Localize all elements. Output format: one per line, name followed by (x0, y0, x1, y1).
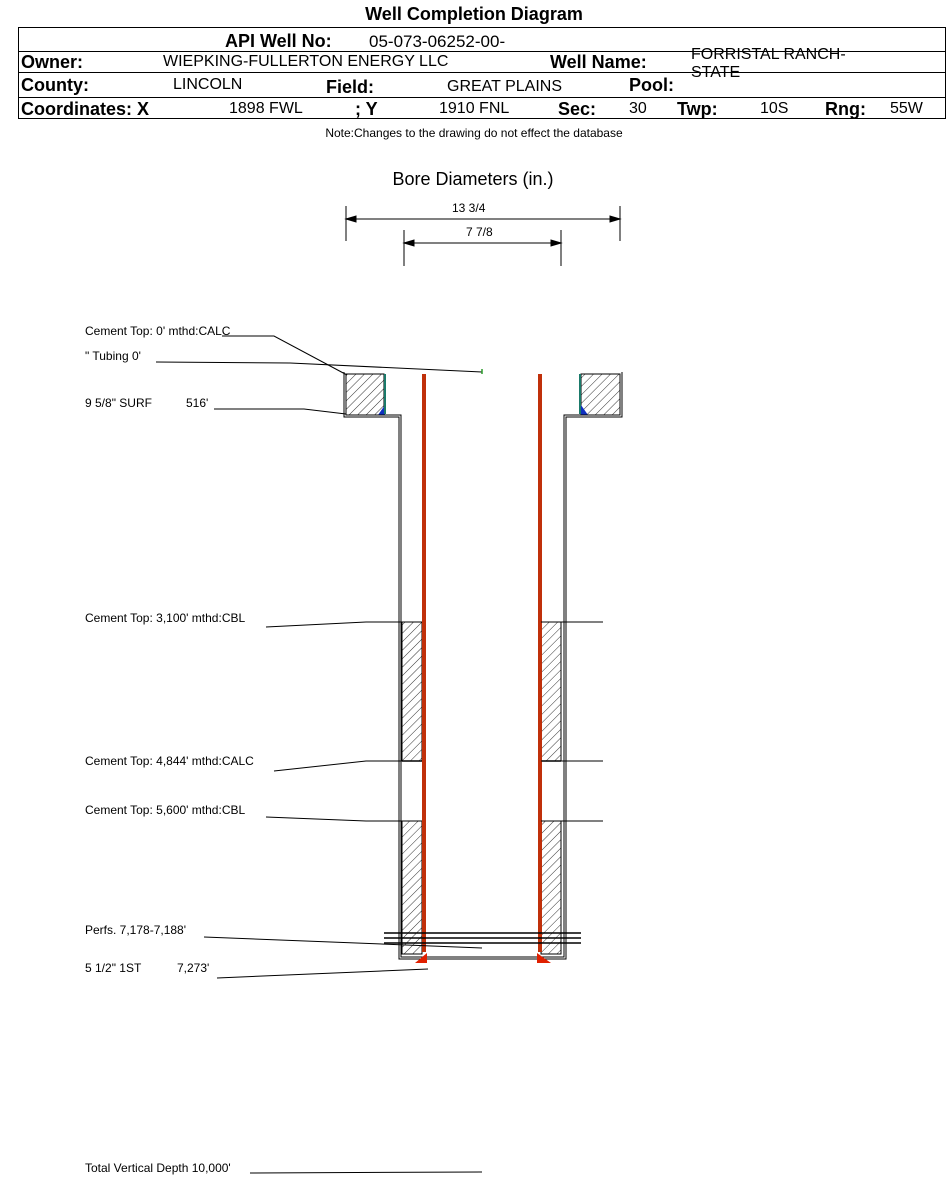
owner-label: Owner: (21, 52, 84, 72)
county-label: County: (21, 75, 89, 95)
total-vertical-depth-label: Total Vertical Depth 10,000' (85, 1161, 231, 1175)
production-casing (415, 374, 551, 963)
well-name-line1: FORRISTAL RANCH- (691, 46, 846, 63)
pool-label: Pool: (629, 75, 674, 95)
bore-diameter-dimensions (344, 206, 622, 266)
surface-cement (345, 373, 621, 416)
section-value: 30 (629, 100, 647, 117)
surface-casing-shoe-marks (378, 374, 588, 415)
depth-leader-lines (155, 335, 603, 1174)
coordinates-x-label: Coordinates: X (21, 99, 150, 119)
range-value: 55W (890, 100, 923, 117)
coordinates-y-value: 1910 FNL (439, 100, 510, 117)
owner-value: WIEPKING-FULLERTON ENERGY LLC (163, 53, 449, 70)
outer-bore-diameter: 13 3/4 (452, 201, 486, 215)
database-note: Note:Changes to the drawing do not effec… (325, 126, 623, 140)
cement-top-3100-label: Cement Top: 3,100' mthd:CBL (85, 611, 246, 625)
inner-bore-diameter: 7 7/8 (466, 225, 493, 239)
api-label: API Well No: (225, 31, 332, 51)
section-label: Sec: (558, 99, 597, 119)
surface-casing-depth-label: 516' (186, 396, 209, 410)
header-divider (19, 72, 945, 73)
range-label: Rng: (825, 99, 866, 119)
field-value: GREAT PLAINS (447, 78, 562, 95)
diagram-title: Well Completion Diagram (365, 4, 583, 24)
county-value: LINCOLN (173, 76, 243, 93)
well-name-line2: STATE (691, 64, 741, 81)
cement-top-surface-label: Cement Top: 0' mthd:CALC (85, 324, 231, 338)
perforations-label: Perfs. 7,178-7,188' (85, 923, 187, 937)
header-divider (19, 51, 945, 52)
open-hole-wall (343, 372, 623, 960)
coordinates-y-label: ; Y (355, 99, 378, 119)
cement-top-5600-label: Cement Top: 5,600' mthd:CBL (85, 803, 246, 817)
cement-top-4844-label: Cement Top: 4,844' mthd:CALC (85, 754, 254, 768)
header-divider (19, 97, 945, 98)
intermediate-cement (401, 621, 562, 955)
production-casing-size-label: 5 1/2" 1ST (85, 961, 142, 975)
township-label: Twp: (677, 99, 718, 119)
coordinates-x-value: 1898 FWL (229, 100, 303, 117)
field-label: Field: (326, 77, 374, 97)
production-casing-depth-label: 7,273' (177, 961, 210, 975)
well-header-table: API Well No: 05-073-06252-00- Owner: WIE… (18, 27, 946, 119)
surface-casing-size-label: 9 5/8" SURF (85, 396, 152, 410)
township-value: 10S (760, 100, 789, 117)
perforation-marks (384, 932, 581, 944)
tubing-label: " Tubing 0' (85, 349, 141, 363)
well-name-label: Well Name: (550, 52, 647, 72)
api-value: 05-073-06252-00- (369, 32, 506, 51)
bore-diameters-heading: Bore Diameters (in.) (392, 169, 554, 189)
